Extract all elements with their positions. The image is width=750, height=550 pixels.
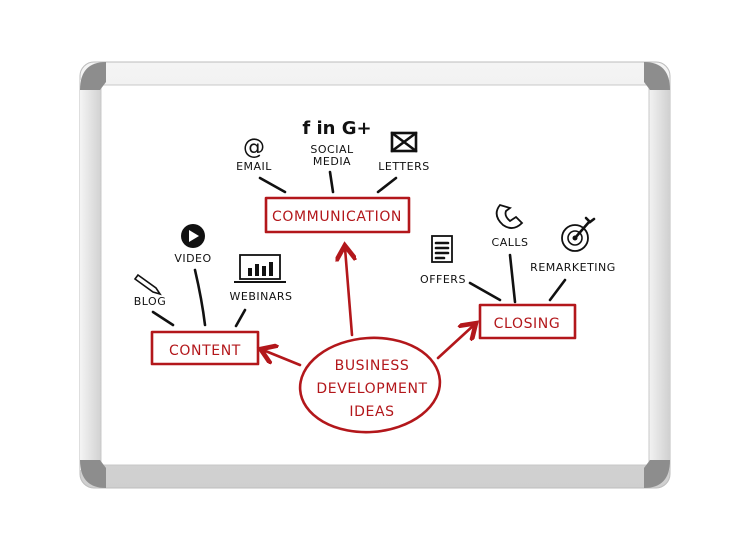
closing-label: CLOSING — [494, 316, 561, 332]
center-node: BUSINESS DEVELOPMENT IDEAS — [298, 336, 442, 434]
center-line-1: BUSINESS — [335, 358, 410, 374]
arrow-closing — [436, 325, 474, 360]
pencil-icon — [133, 273, 162, 296]
center-line-3: IDEAS — [349, 404, 394, 420]
frame-corner — [644, 62, 670, 90]
document-offers-icon — [431, 235, 453, 263]
frame-corner — [644, 460, 670, 488]
play-video-icon — [181, 224, 205, 248]
arrow-content — [263, 350, 302, 367]
remarketing-label: REMARKETING — [530, 261, 616, 274]
email-label: EMAIL — [236, 160, 272, 173]
content-label: CONTENT — [169, 343, 241, 359]
webinars-label: WEBINARS — [230, 290, 293, 303]
target-remarketing-icon — [561, 216, 596, 252]
communication-label: COMMUNICATION — [272, 209, 402, 225]
frame-corner — [80, 62, 106, 90]
calls-label: CALLS — [492, 236, 529, 249]
media-label: MEDIA — [313, 155, 351, 168]
frame-corner — [80, 460, 106, 488]
communication-branch: COMMUNICATION @ EMAIL f in G+ SOCIAL MED… — [236, 118, 429, 234]
closing-branch: CLOSING OFFERS CALLS REMARKETING — [420, 203, 616, 340]
letters-label: LETTERS — [378, 160, 429, 173]
offers-label: OFFERS — [420, 273, 466, 286]
phone-calls-icon — [495, 203, 524, 229]
content-branch: CONTENT BLOG VIDEO WEBINARS — [133, 224, 293, 366]
envelope-icon — [390, 131, 418, 153]
webinar-laptop-icon — [234, 254, 286, 283]
video-label: VIDEO — [174, 252, 211, 265]
center-line-2: DEVELOPMENT — [316, 381, 427, 397]
social-label: SOCIAL — [310, 143, 354, 156]
at-email-icon: @ — [243, 135, 265, 160]
arrow-communication — [345, 248, 352, 337]
social-media-icons: f in G+ — [302, 118, 371, 139]
whiteboard-frame — [79, 61, 671, 489]
blog-label: BLOG — [134, 295, 166, 308]
